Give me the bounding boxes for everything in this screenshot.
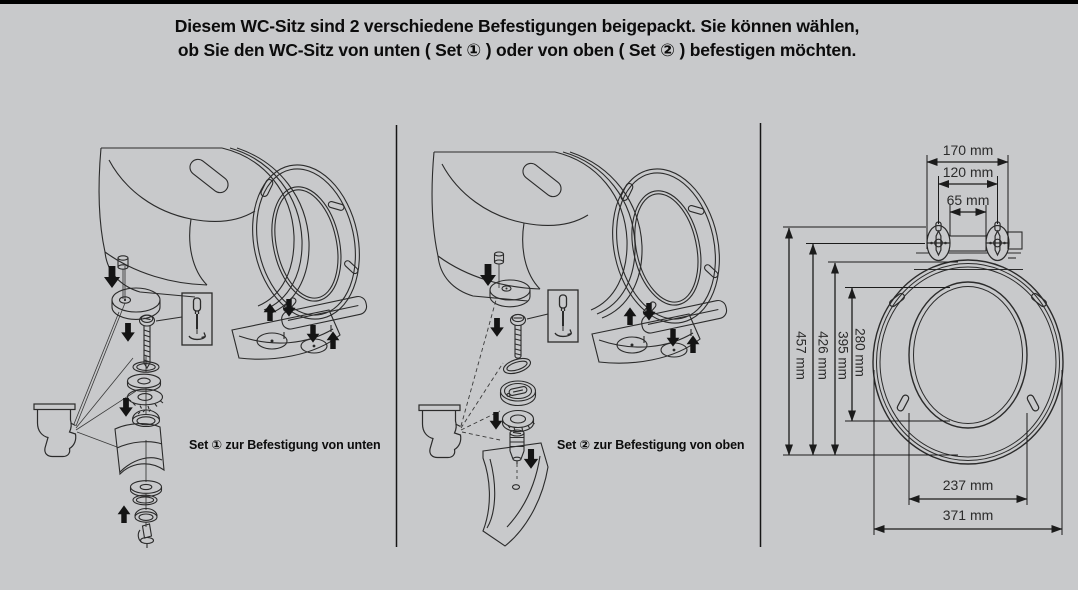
toilet-icon <box>418 404 462 459</box>
set2-caption: Set ② zur Befestigung von oben <box>557 438 745 452</box>
set1-seat-with-lid <box>98 147 310 315</box>
up-arrow-icon <box>117 504 131 524</box>
down-arrow-icon <box>489 411 503 431</box>
set2-illustration <box>418 151 734 547</box>
down-arrow-icon <box>489 317 505 338</box>
right-hinge-fitting <box>985 221 1010 262</box>
dimension-seat-drawing <box>872 221 1064 465</box>
dim-label-237mm: 237 mm <box>942 477 994 493</box>
left-hinge-fitting <box>926 221 951 262</box>
set2-open-seat-ring <box>592 159 734 363</box>
dimension-lines <box>783 155 1063 535</box>
screwdriver-icon <box>547 289 579 343</box>
set1-open-seat-ring <box>232 155 374 359</box>
toilet-icon <box>33 403 77 458</box>
down-arrow-icon <box>120 322 136 343</box>
dim-label-280mm: 280 mm <box>852 328 868 377</box>
dim-label-371mm: 371 mm <box>942 507 994 523</box>
set2-seat-with-lid <box>431 151 643 319</box>
down-arrow-icon <box>103 265 121 289</box>
down-arrow-icon <box>523 448 539 470</box>
header-text: Diesem WC-Sitz sind 2 verschiedene Befes… <box>0 15 1056 62</box>
dim-label-120mm: 120 mm <box>942 164 994 180</box>
screwdriver-icon <box>181 292 213 346</box>
dim-label-170mm: 170 mm <box>942 142 994 158</box>
top-border-bar <box>0 0 1078 4</box>
dim-label-457mm: 457 mm <box>793 331 809 380</box>
panel-divider-lines <box>395 123 762 547</box>
set1-illustration <box>33 147 374 548</box>
set1-caption: Set ① zur Befestigung von unten <box>189 438 381 452</box>
dim-label-65mm: 65 mm <box>946 192 990 208</box>
header-line-2: ob Sie den WC-Sitz von unten ( Set ① ) o… <box>177 39 857 60</box>
header-line-1: Diesem WC-Sitz sind 2 verschiedene Befes… <box>174 16 860 36</box>
dim-label-395mm: 395 mm <box>835 331 851 380</box>
dim-label-426mm: 426 mm <box>815 331 831 380</box>
